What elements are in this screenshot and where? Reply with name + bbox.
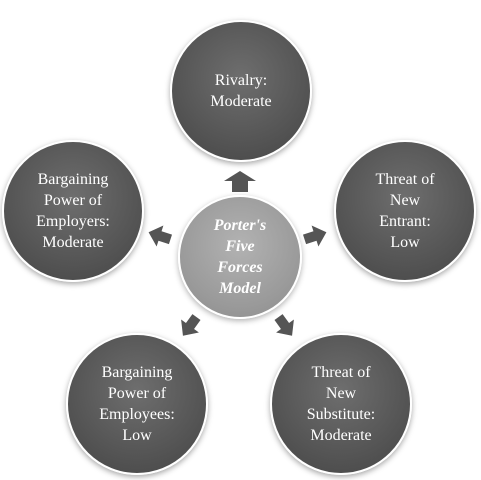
force-employers-line-1: Bargaining	[37, 171, 109, 188]
force-employees-line-2: Power of	[107, 385, 167, 402]
force-new-entrant-line-1: Threat of	[375, 171, 435, 188]
arrow-to-employers	[148, 225, 173, 247]
center-line-3: Forces	[217, 259, 263, 276]
force-employers-line-2: Power of	[43, 192, 103, 209]
arrow-to-new-substitute	[274, 314, 294, 336]
center-line-1: Porter's	[213, 217, 267, 234]
center-porters-five-forces: Porter's Five Forces Model	[178, 195, 302, 319]
force-new-entrant-line-3: Entrant:	[379, 213, 431, 230]
center-line-2: Five	[225, 238, 255, 255]
force-employees-line-1: Bargaining	[101, 364, 173, 381]
force-employees-line-4: Low	[122, 427, 152, 444]
force-bargaining-power-employers: Bargaining Power of Employers: Moderate	[2, 140, 144, 282]
force-bargaining-power-employees: Bargaining Power of Employees: Low	[66, 333, 208, 475]
force-employers-line-4: Moderate	[42, 234, 104, 251]
force-threat-new-entrant: Threat of New Entrant: Low	[334, 140, 476, 282]
arrow-to-rivalry	[224, 171, 256, 192]
force-rivalry: Rivalry: Moderate	[170, 20, 312, 162]
force-threat-new-substitute: Threat of New Substitute: Moderate	[270, 333, 412, 475]
force-new-substitute-line-3: Substitute:	[306, 406, 376, 423]
force-new-substitute-line-1: Threat of	[311, 364, 371, 381]
force-employers-line-3: Employers:	[36, 213, 110, 230]
force-new-substitute-line-4: Moderate	[310, 427, 372, 444]
force-new-entrant-line-4: Low	[390, 234, 420, 251]
force-new-entrant-line-2: New	[389, 192, 421, 209]
arrow-to-new-entrant	[302, 225, 327, 247]
force-rivalry-line-2: Moderate	[210, 93, 272, 110]
force-employees-line-3: Employees:	[99, 406, 175, 423]
arrow-to-employees	[181, 314, 201, 336]
center-line-4: Model	[219, 280, 261, 297]
force-new-substitute-line-2: New	[325, 385, 357, 402]
force-rivalry-line-1: Rivalry:	[214, 72, 268, 89]
